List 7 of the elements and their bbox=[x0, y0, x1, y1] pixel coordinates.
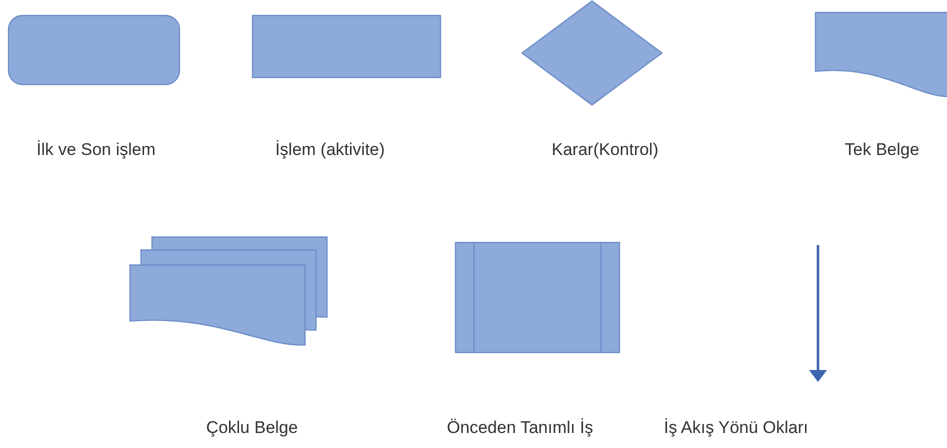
symbol-label: İş Akış Yönü Okları bbox=[664, 418, 808, 438]
symbol-label: Karar(Kontrol) bbox=[552, 140, 658, 160]
symbol-label: Çoklu Belge bbox=[206, 418, 298, 438]
symbol-label: Tek Belge bbox=[844, 140, 920, 160]
symbol-label: Önceden Tanımlı İş bbox=[446, 418, 594, 438]
symbol-label: İlk ve Son işlem bbox=[36, 140, 156, 160]
symbol-label: İşlem (aktivite) bbox=[275, 140, 385, 160]
